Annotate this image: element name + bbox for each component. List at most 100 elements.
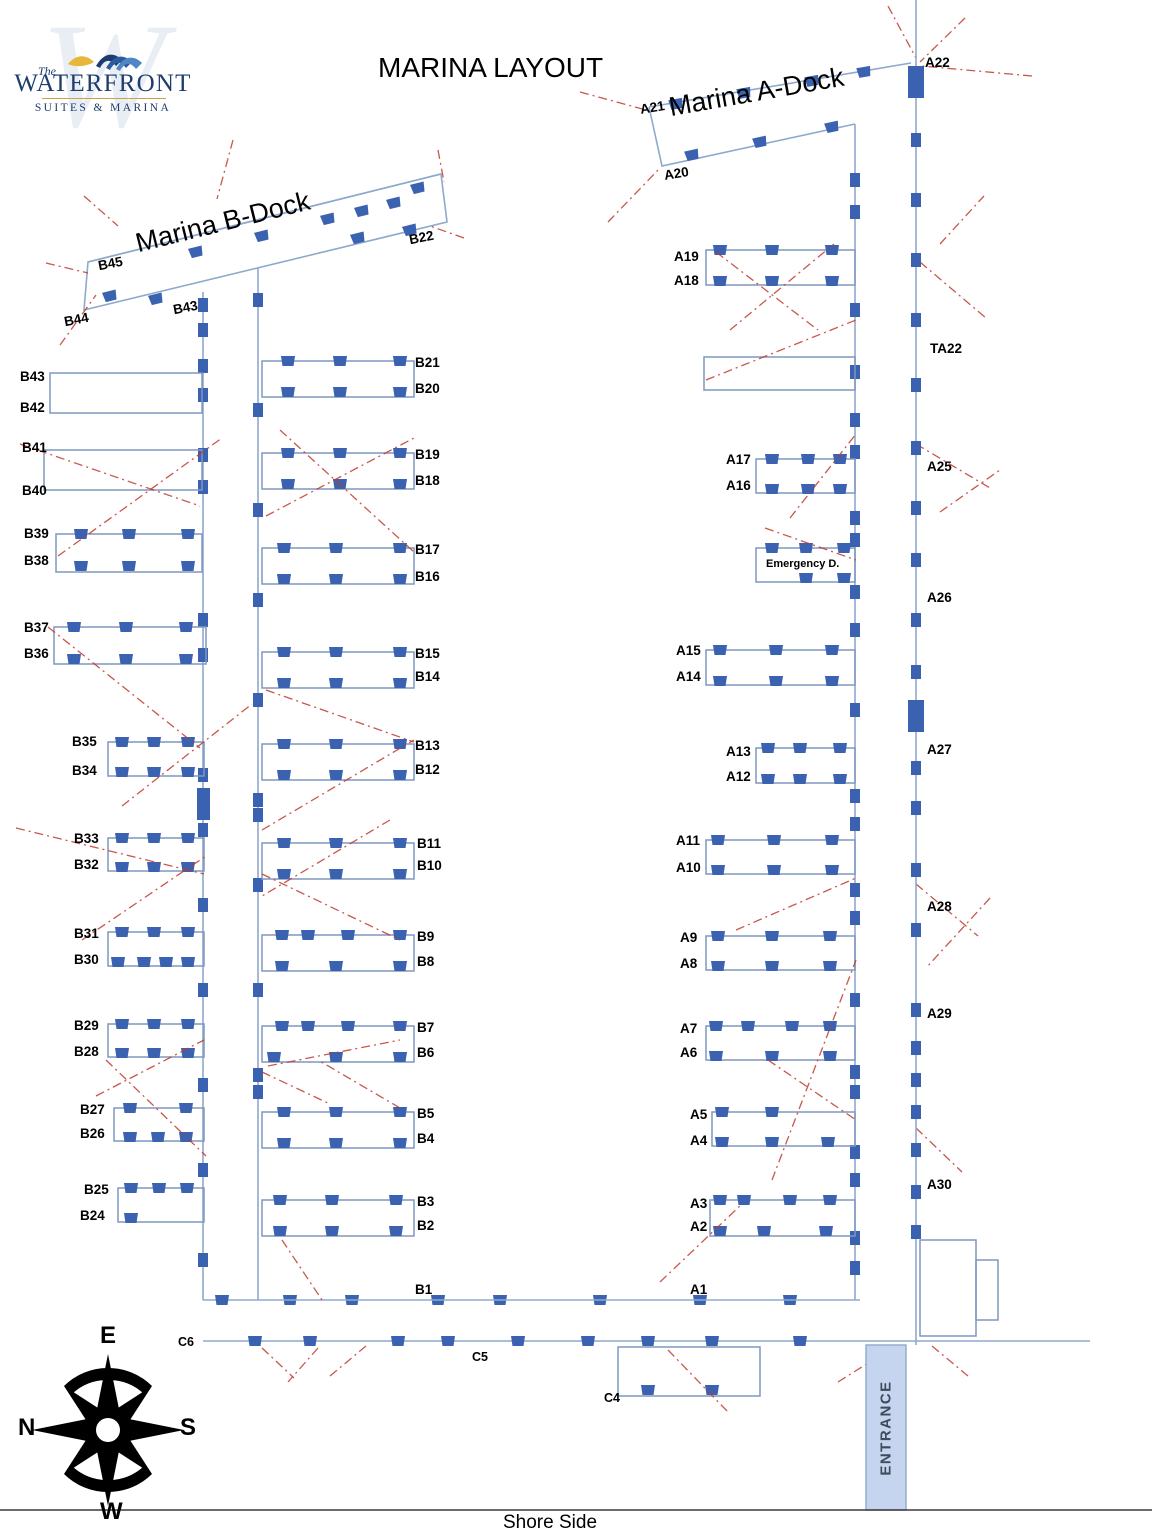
slip-label-b34: B34 xyxy=(72,763,97,778)
slip-label-b26: B26 xyxy=(80,1126,105,1141)
compass-bottom-label: W xyxy=(100,1498,123,1525)
slip-label-b9: B9 xyxy=(417,929,435,944)
slip-label-a3: A3 xyxy=(690,1196,708,1211)
slip-label-a30: A30 xyxy=(927,1177,952,1192)
slip-label-ta22: TA22 xyxy=(930,341,963,356)
slip-label-b35: B35 xyxy=(72,734,97,749)
logo-the: The xyxy=(38,64,56,78)
slip-label-a19: A19 xyxy=(674,249,699,264)
slip-label-b27: B27 xyxy=(80,1102,105,1117)
slip-label-b10: B10 xyxy=(417,858,442,873)
slip-label-b7: B7 xyxy=(417,1020,435,1035)
slip-label-b28: B28 xyxy=(74,1044,99,1059)
slip-label-b40: B40 xyxy=(22,483,47,498)
slip-label-b30: B30 xyxy=(74,952,99,967)
b-center-sight-lines xyxy=(261,429,415,1301)
b-dock-angled-head xyxy=(83,173,448,312)
slip-label-a7: A7 xyxy=(680,1021,698,1036)
logo-subtitle: SUITES & MARINA xyxy=(34,102,172,114)
slip-label-b39: B39 xyxy=(24,526,49,541)
slip-label-b18: B18 xyxy=(415,473,440,488)
logo-wave-icon xyxy=(68,54,142,71)
slip-label-a1: A1 xyxy=(690,1282,708,1297)
slip-label-b14: B14 xyxy=(415,669,440,684)
slip-label-b31: B31 xyxy=(74,926,99,941)
slip-label-b42: B42 xyxy=(20,400,45,415)
slip-label-a26: A26 xyxy=(927,590,952,605)
slip-label-a2: A2 xyxy=(690,1219,708,1234)
a-dock-head-sight-lines xyxy=(579,5,1033,223)
slip-label-a12: A12 xyxy=(726,769,751,784)
slip-label-b20: B20 xyxy=(415,381,440,396)
slip-label-b2: B2 xyxy=(417,1218,435,1233)
logo-divider xyxy=(42,98,166,99)
slip-label-b29: B29 xyxy=(74,1018,99,1033)
slip-label-a25: A25 xyxy=(927,459,952,474)
slip-label-a10: A10 xyxy=(676,860,701,875)
a-dock-sight-lines xyxy=(659,195,1001,1283)
slip-label-a14: A14 xyxy=(676,669,701,684)
slip-label-b24: B24 xyxy=(80,1208,105,1223)
slip-label-a4: A4 xyxy=(690,1133,708,1148)
slip-label-b15: B15 xyxy=(415,646,440,661)
entrance-label: ENTRANCE xyxy=(877,1380,895,1476)
slip-label-b12: B12 xyxy=(415,762,440,777)
logo-name: WATERFRONT xyxy=(14,70,192,97)
slip-label-b25: B25 xyxy=(84,1182,109,1197)
compass-icon xyxy=(32,1354,184,1506)
slip-label-c5: C5 xyxy=(472,1350,488,1364)
slip-label-b16: B16 xyxy=(415,569,440,584)
b-dock-head-sight-lines xyxy=(45,139,465,346)
emergency-dock-label: Emergency D. xyxy=(766,558,840,570)
b-dock-center-spine xyxy=(253,268,860,1305)
compass-right-label: S xyxy=(180,1414,197,1441)
slip-label-a17: A17 xyxy=(726,452,751,467)
slip-label-b11: B11 xyxy=(417,836,442,851)
waterfront-marina-logo: W The WATERFRONT SUITES & MARINA xyxy=(8,0,198,159)
b-left-sight-lines xyxy=(15,437,253,1157)
a-slip-group xyxy=(703,245,856,1237)
slip-label-b36: B36 xyxy=(24,646,49,661)
slip-label-b33: B33 xyxy=(74,831,99,846)
slip-label-a6: A6 xyxy=(680,1045,698,1060)
c-dock-pier xyxy=(203,1336,1090,1413)
slip-label-c4: C4 xyxy=(604,1391,620,1405)
slip-label-a11: A11 xyxy=(676,833,701,848)
slip-label-b21: B21 xyxy=(415,355,440,370)
slip-label-a28: A28 xyxy=(927,899,952,914)
outer-pier xyxy=(908,0,924,1345)
b-dock-left-spine xyxy=(197,292,258,1305)
b-center-slip-group xyxy=(261,356,415,1237)
slip-label-a18: A18 xyxy=(674,273,699,288)
slip-label-a29: A29 xyxy=(927,1006,952,1021)
slip-label-a13: A13 xyxy=(726,744,751,759)
slip-label-b3: B3 xyxy=(417,1194,435,1209)
slip-label-c6: C6 xyxy=(178,1335,194,1349)
slip-label-a22: A22 xyxy=(925,55,950,70)
entrance-block xyxy=(865,1344,907,1511)
slip-label-a5: A5 xyxy=(690,1107,708,1122)
slip-label-a9: A9 xyxy=(680,930,698,945)
slip-label-b13: B13 xyxy=(415,738,440,753)
slip-label-a27: A27 xyxy=(927,742,952,757)
logo-watermark: W xyxy=(40,0,166,159)
slip-label-b4: B4 xyxy=(417,1131,435,1146)
slip-label-b6: B6 xyxy=(417,1045,435,1060)
compass-left-label: N xyxy=(18,1414,36,1441)
slip-label-a8: A8 xyxy=(680,956,698,971)
page-title: MARINA LAYOUT xyxy=(378,52,604,83)
slip-label-b1: B1 xyxy=(415,1282,433,1297)
slip-label-b37: B37 xyxy=(24,620,49,635)
slip-label-b8: B8 xyxy=(417,954,435,969)
compass-top-label: E xyxy=(100,1322,117,1349)
shore-side-label: Shore Side xyxy=(503,1512,598,1533)
slip-label-a16: A16 xyxy=(726,478,751,493)
slip-label-b41: B41 xyxy=(22,440,47,455)
slip-label-b43: B43 xyxy=(20,369,45,384)
shore-buildings xyxy=(919,1239,999,1337)
compass-rose: E N S W xyxy=(18,1322,198,1525)
slip-label-b19: B19 xyxy=(415,447,440,462)
b-left-slip-group xyxy=(43,372,207,1223)
